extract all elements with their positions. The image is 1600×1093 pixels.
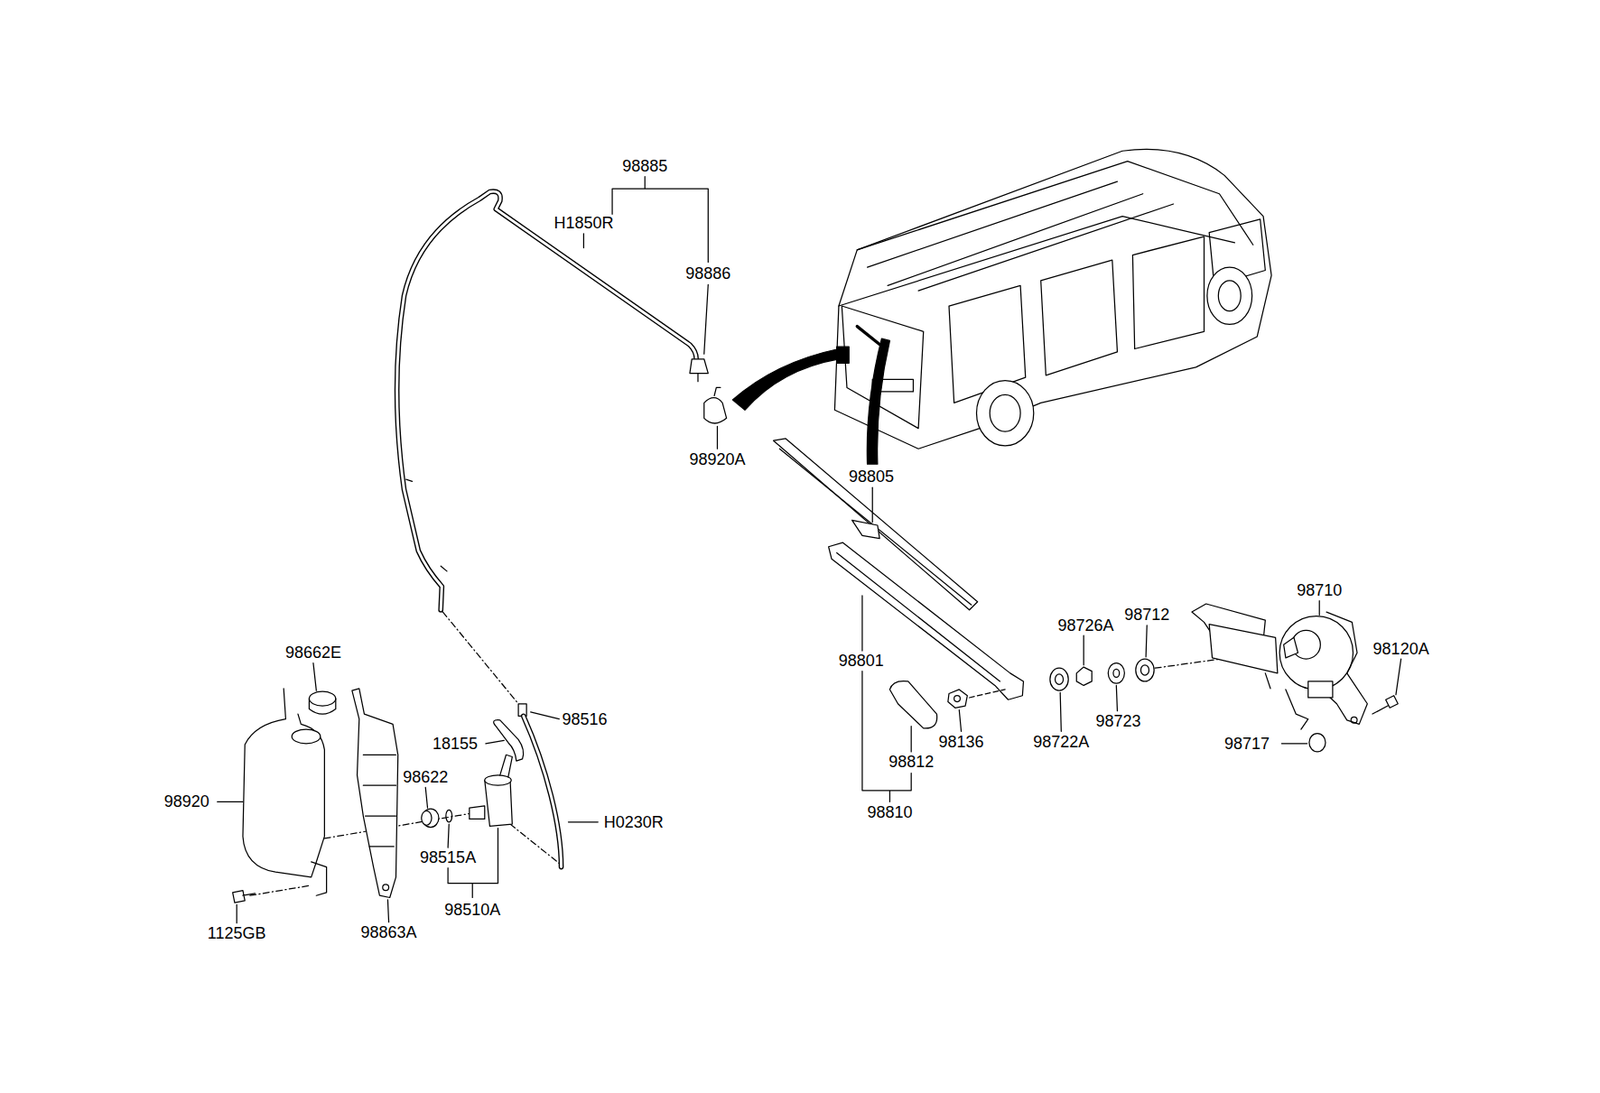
callout-number: H1850R (551, 213, 615, 233)
callout-number: 98863A (359, 923, 419, 942)
callout-number: 98120A (1371, 640, 1432, 659)
callout-number: 98801 (837, 651, 886, 670)
callout-number: 1125GB (205, 924, 269, 943)
callout-number: 98920 (162, 792, 212, 811)
washer-hose (397, 191, 727, 611)
callout-number: 98810 (865, 803, 914, 822)
callout-number: 98886 (683, 264, 733, 283)
callout-number: 98516 (560, 710, 610, 729)
callout-number: 98710 (1294, 581, 1344, 600)
callout-number: H0230R (602, 813, 666, 832)
callout-number: 98805 (846, 467, 896, 486)
callout-number: 98622 (400, 768, 450, 787)
van-illustration (834, 148, 1272, 449)
callout-number: 98712 (1122, 605, 1172, 624)
callout-number: 18155 (430, 734, 480, 754)
wiper-motor (1191, 604, 1368, 730)
callout-number: 98812 (886, 753, 936, 772)
callout-number: 98885 (620, 157, 670, 176)
callout-number: 98723 (1094, 712, 1144, 731)
callout-number: 98920A (687, 450, 747, 469)
callout-number: 98726A (1055, 616, 1116, 635)
callout-number: 98662E (283, 643, 344, 662)
callout-number: 98717 (1222, 734, 1272, 754)
callout-number: 98722A (1031, 733, 1091, 752)
callout-number: 98136 (937, 733, 987, 752)
leader-lines (217, 176, 1402, 924)
callout-number: 98510A (442, 901, 503, 920)
callout-number: 98515A (418, 848, 478, 867)
